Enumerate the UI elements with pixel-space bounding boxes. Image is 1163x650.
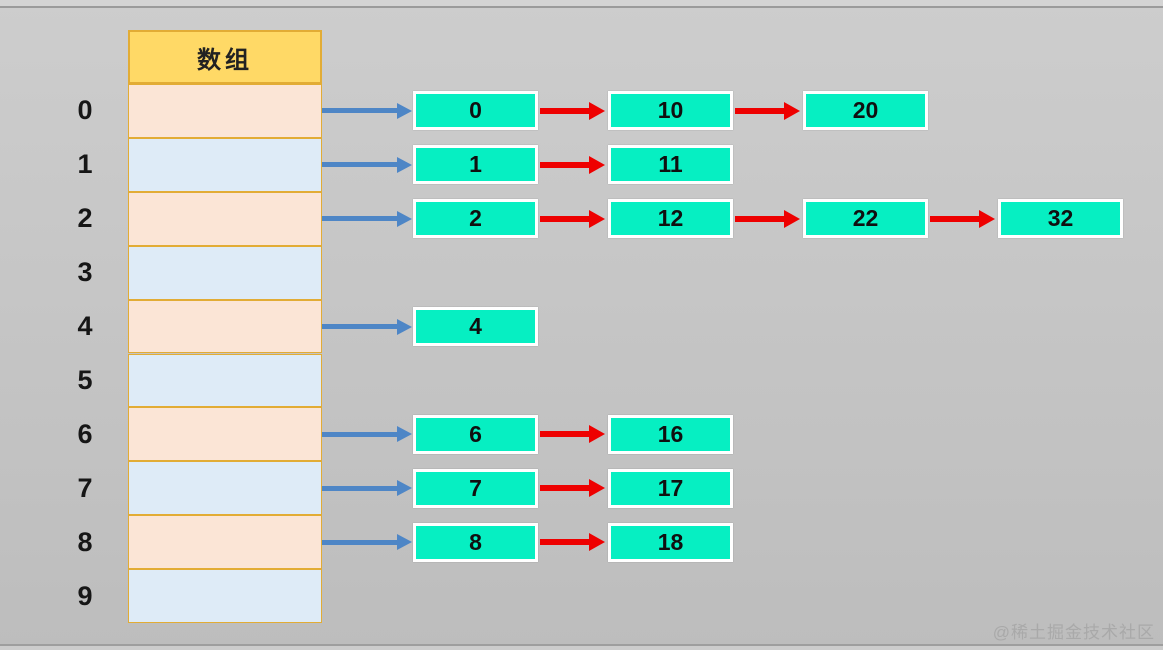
array-cell — [128, 569, 322, 623]
bucket-pointer-arrow-line — [322, 539, 398, 545]
chain-next-arrow-line — [540, 485, 590, 492]
list-node: 22 — [803, 199, 928, 239]
bucket-index-label: 7 — [77, 472, 93, 503]
list-node: 1 — [413, 145, 538, 185]
top-edge-line — [0, 6, 1163, 8]
chain-next-arrow-head — [979, 209, 995, 228]
array-cell — [128, 299, 322, 354]
bucket-pointer-arrow-head — [397, 318, 412, 335]
list-node: 8 — [413, 522, 538, 562]
top-edge-strip — [0, 0, 1163, 6]
chain-next-arrow-head — [589, 425, 605, 444]
bucket-index-label: 2 — [77, 203, 93, 234]
bucket-index-label: 5 — [77, 364, 93, 395]
list-node: 0 — [413, 91, 538, 131]
bucket-index-label: 0 — [77, 95, 93, 126]
bucket-index-label: 3 — [77, 257, 93, 288]
bucket-pointer-arrow-head — [397, 102, 412, 119]
array-cell — [128, 461, 322, 516]
chain-next-arrow-head — [589, 101, 605, 120]
array-cell — [128, 407, 322, 462]
array-cell — [128, 191, 322, 246]
list-node: 6 — [413, 414, 538, 454]
array-cell — [128, 84, 322, 138]
chain-next-arrow-line — [735, 107, 785, 114]
bucket-index-label: 4 — [77, 311, 93, 342]
bottom-edge-line — [0, 644, 1163, 646]
bucket-pointer-arrow-head — [397, 210, 412, 227]
array-cell — [128, 137, 322, 192]
list-node: 11 — [608, 145, 733, 185]
chain-next-arrow-head — [589, 155, 605, 174]
bucket-index-label: 1 — [77, 149, 93, 180]
array-cell — [128, 515, 322, 570]
bucket-index-label: 8 — [77, 526, 93, 557]
chain-next-arrow-line — [735, 215, 785, 222]
bucket-index-label: 9 — [77, 580, 93, 611]
bucket-index-label: 6 — [77, 418, 93, 449]
chain-next-arrow-head — [784, 101, 800, 120]
chain-next-arrow-line — [540, 215, 590, 222]
list-node: 2 — [413, 199, 538, 239]
list-node: 18 — [608, 522, 733, 562]
list-node: 20 — [803, 91, 928, 131]
chain-next-arrow-line — [540, 539, 590, 546]
array-header-label: 数组 — [128, 30, 322, 84]
watermark: @稀土掘金技术社区 — [992, 623, 1155, 642]
bucket-pointer-arrow-line — [322, 485, 398, 491]
bucket-pointer-arrow-head — [397, 480, 412, 497]
list-node: 12 — [608, 199, 733, 239]
list-node: 10 — [608, 91, 733, 131]
chain-next-arrow-head — [589, 209, 605, 228]
chain-next-arrow-line — [540, 161, 590, 168]
chain-next-arrow-line — [540, 107, 590, 114]
chain-next-arrow-head — [589, 533, 605, 552]
chain-next-arrow-head — [589, 479, 605, 498]
list-node: 17 — [608, 468, 733, 508]
bucket-pointer-arrow-head — [397, 156, 412, 173]
list-node: 32 — [998, 199, 1123, 239]
bucket-pointer-arrow-line — [322, 162, 398, 168]
chain-next-arrow-head — [784, 209, 800, 228]
bucket-pointer-arrow-head — [397, 534, 412, 551]
chain-next-arrow-line — [930, 215, 980, 222]
bucket-pointer-arrow-line — [322, 431, 398, 437]
list-node: 16 — [608, 414, 733, 454]
bucket-pointer-arrow-line — [322, 108, 398, 114]
bucket-pointer-arrow-line — [322, 324, 398, 330]
array-cell — [128, 353, 322, 408]
array-cell — [128, 245, 322, 300]
bottom-edge-strip — [0, 646, 1163, 650]
bucket-pointer-arrow-head — [397, 426, 412, 443]
list-node: 7 — [413, 468, 538, 508]
list-node: 4 — [413, 307, 538, 347]
chain-next-arrow-line — [540, 431, 590, 438]
bucket-pointer-arrow-line — [322, 216, 398, 222]
